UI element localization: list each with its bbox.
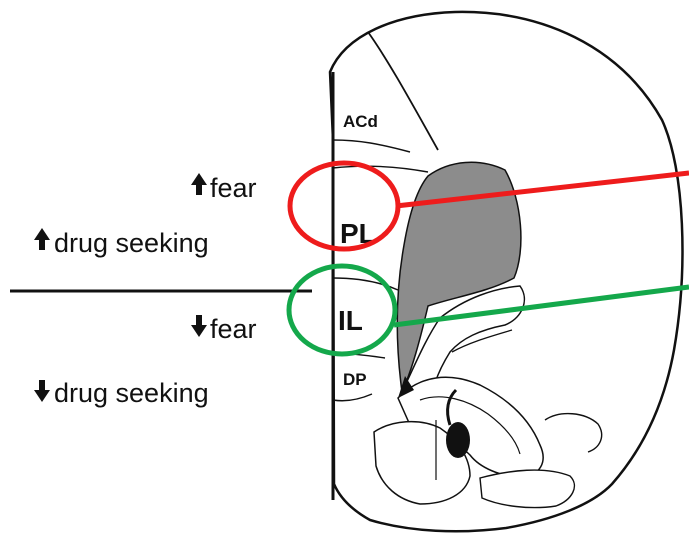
arrow-up-icon — [191, 173, 207, 195]
arrow-down-icon — [191, 315, 207, 337]
arrow-up-icon — [34, 228, 50, 250]
label-decrease-fear: fear — [210, 314, 257, 344]
label-decrease-drug-seeking: drug seeking — [54, 378, 209, 408]
label-increase-fear: fear — [210, 173, 257, 203]
arrow-down-icon — [34, 380, 50, 402]
ventricle — [446, 422, 470, 458]
region-label-dp: DP — [343, 370, 367, 389]
label-increase-drug-seeking: drug seeking — [54, 228, 209, 258]
region-label-il: IL — [338, 305, 363, 336]
region-label-acd: ACd — [343, 112, 378, 131]
ventral-outline-2 — [480, 470, 574, 508]
